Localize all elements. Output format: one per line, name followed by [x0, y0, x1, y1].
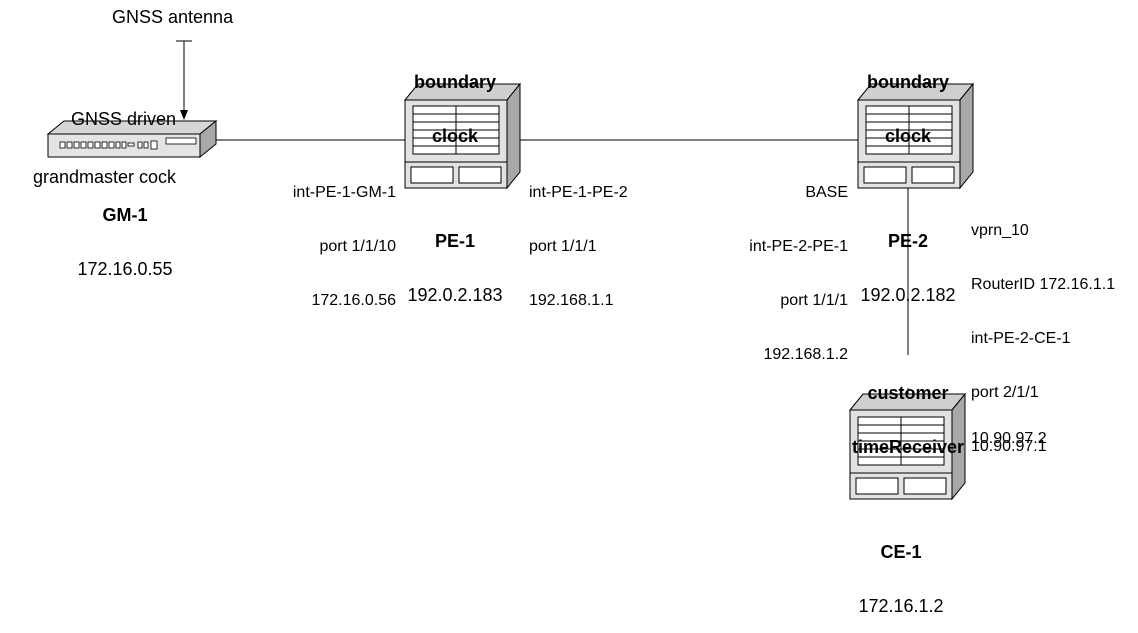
grandmaster-label-line: GNSS driven: [70, 109, 176, 129]
ce1-ip: 172.16.1.2: [858, 596, 944, 616]
interface-line: 192.168.1.2: [763, 346, 848, 363]
ce1-role-label: customer timeReceiver: [818, 348, 998, 474]
interface-line: RouterID 172.16.1.1: [971, 276, 1116, 293]
pe1-role-line: clock: [431, 126, 479, 146]
pe1-gm-interface-label: int-PE-1-GM-1 port 1/1/10 172.16.0.56: [240, 148, 396, 328]
ce1-name: CE-1: [880, 542, 922, 562]
gnss-antenna-label: GNSS antenna: [112, 7, 234, 27]
gm1-node-label: GM-1 172.16.0.55: [50, 170, 200, 296]
pe2-role-label: boundary clock: [843, 37, 973, 163]
ce1-device-icon: [848, 392, 967, 501]
network-diagram: [46, 40, 975, 501]
interface-line: 10.90.97.1: [971, 438, 1047, 455]
ce1-role-line: customer: [867, 383, 949, 403]
interface-line: int-PE-2-CE-1: [971, 330, 1071, 347]
pe2-name: PE-2: [887, 231, 929, 251]
pe2-role-line: boundary: [866, 72, 949, 92]
pe2-role-line: clock: [884, 126, 932, 146]
interface-line: int-PE-1-GM-1: [292, 184, 396, 201]
interface-line: port 2/1/1: [971, 384, 1039, 401]
pe2-ce-interface-label: vprn_10 RouterID 172.16.1.1 int-PE-2-CE-…: [971, 186, 1115, 474]
pe1-pe2-interface-label: int-PE-1-PE-2 port 1/1/1 192.168.1.1: [529, 148, 628, 328]
pe1-role-label: boundary clock: [390, 37, 520, 163]
pe2-node-label: PE-2 192.0.2.182: [838, 196, 978, 322]
antenna-arrow: [176, 40, 192, 120]
interface-line: int-PE-2-PE-1: [749, 238, 848, 255]
grandmaster-label: GNSS driven grandmaster cock: [0, 70, 176, 206]
pe1-device-icon: [403, 82, 522, 190]
pe1-role-line: boundary: [413, 72, 496, 92]
ce1-role-line: timeReceiver: [851, 437, 965, 457]
grandmaster-label-line: grandmaster cock: [32, 167, 176, 187]
pe1-ip: 192.0.2.183: [407, 285, 503, 305]
interface-line: 192.168.1.1: [529, 292, 614, 309]
interface-line: int-PE-1-PE-2: [529, 184, 628, 201]
pe2-pe1-interface-label: BASE int-PE-2-PE-1 port 1/1/1 192.168.1.…: [700, 148, 848, 382]
interface-line: port 1/1/1: [780, 292, 848, 309]
ce1-interface-label: 10.90.97.2: [971, 394, 1047, 466]
interface-line: port 1/1/1: [529, 238, 597, 255]
gm1-ip: 172.16.0.55: [77, 259, 173, 279]
interface-line: port 1/1/10: [319, 238, 397, 255]
interface-line: 172.16.0.56: [311, 292, 396, 309]
pe1-node-label: PE-1 192.0.2.183: [385, 196, 525, 322]
gm1-name: GM-1: [102, 205, 148, 225]
interface-line: 10.90.97.2: [971, 430, 1047, 447]
pe1-name: PE-1: [434, 231, 476, 251]
pe2-device-icon: [856, 82, 975, 190]
gm1-device-icon: [46, 119, 218, 159]
interface-line: BASE: [805, 184, 848, 201]
ce1-node-label: CE-1 172.16.1.2: [831, 507, 971, 633]
pe2-ip: 192.0.2.182: [860, 285, 956, 305]
interface-line: vprn_10: [971, 222, 1029, 239]
